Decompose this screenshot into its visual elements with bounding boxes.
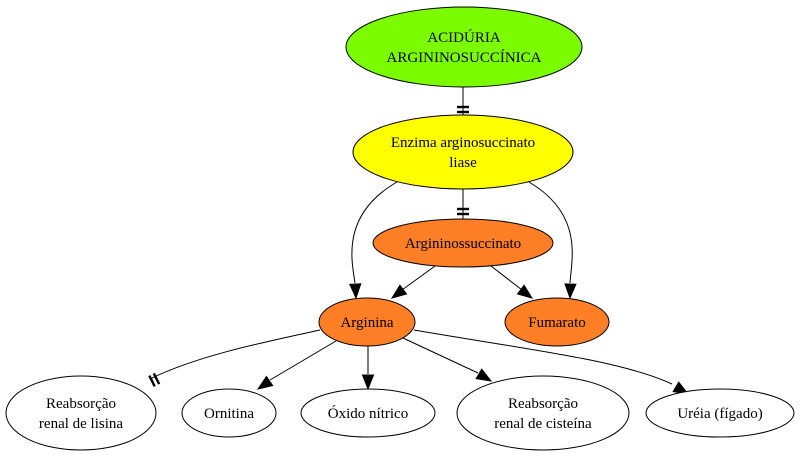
tee-bar-2 xyxy=(152,372,161,385)
node-label-line: ACIDÚRIA xyxy=(427,29,500,46)
nodes-layer: ACIDÚRIA ARGININOSUCCÍNICA Enzima arginosu… xyxy=(5,6,795,451)
node-label-line: Reabsorção xyxy=(508,396,578,412)
edge-line xyxy=(401,265,436,291)
edge-line xyxy=(402,337,479,374)
edges-layer xyxy=(148,87,690,395)
arrowhead xyxy=(516,284,534,299)
edge-arginine-to-nitric_oxide xyxy=(361,346,375,391)
edge-line xyxy=(351,181,398,284)
arrowhead xyxy=(349,283,362,300)
edge-argininosuccinate-to-arginine xyxy=(390,265,436,299)
node-ellipse xyxy=(504,297,610,347)
node-argininosuccinate: Argininossuccinato xyxy=(372,218,554,268)
edge-line xyxy=(269,340,337,381)
arrowhead xyxy=(564,283,577,300)
node-label-line: Arginina xyxy=(340,315,393,331)
node-urea: Uréia (fígado) xyxy=(645,388,795,438)
node-ellipse xyxy=(645,388,795,438)
node-label-line: Óxido nítrico xyxy=(328,405,408,422)
node-label-line: Enzima arginosuccinato xyxy=(391,135,535,151)
node-label-line: Ornitina xyxy=(204,406,254,422)
edge-arginine-to-ornithine xyxy=(256,340,337,390)
edge-arginine-to-lysine_reabsorption xyxy=(148,329,321,387)
node-ellipse xyxy=(352,114,574,190)
node-ellipse xyxy=(318,297,416,347)
node-nitric-oxide: Óxido nítrico xyxy=(300,388,436,438)
edge-argininosuccinate-to-fumarate xyxy=(490,265,534,299)
node-ellipse xyxy=(456,375,630,451)
node-ellipse xyxy=(300,388,436,438)
node-label-line: Argininossuccinato xyxy=(405,236,521,252)
node-cysteine-reabsorption: Reabsorção renal de cisteína xyxy=(456,375,630,451)
node-acidemia: ACIDÚRIA ARGININOSUCCÍNICA xyxy=(345,6,583,88)
node-label-line: ARGININOSUCCÍNICA xyxy=(386,49,541,66)
arrowhead xyxy=(256,375,274,390)
node-fumarate: Fumarato xyxy=(504,297,610,347)
node-label-line: renal de lisina xyxy=(39,416,123,432)
node-arginine: Arginina xyxy=(318,297,416,347)
edge-acidemia-to-enzyme xyxy=(457,87,469,115)
node-label-line: Fumarato xyxy=(528,315,586,331)
edge-line xyxy=(528,181,573,284)
edge-enzyme-to-arginine xyxy=(349,181,398,300)
edge-line xyxy=(151,329,321,379)
node-lysine-reabsorption: Reabsorção renal de lisina xyxy=(5,375,157,451)
arrowhead xyxy=(390,284,408,299)
node-label-line: Reabsorção xyxy=(46,396,116,412)
node-ellipse xyxy=(5,375,157,451)
node-ellipse xyxy=(181,388,277,438)
node-label-line: renal de cisteína xyxy=(494,416,592,432)
node-label-line: liase xyxy=(449,155,477,171)
edge-line xyxy=(490,265,523,291)
edge-arginine-to-cysteine_reabsorption xyxy=(402,337,493,382)
edge-enzyme-to-fumarate xyxy=(528,181,577,300)
node-enzyme: Enzima arginosuccinato liase xyxy=(352,114,574,190)
node-ellipse xyxy=(372,218,554,268)
arrowhead xyxy=(361,374,375,391)
tee-bar-1 xyxy=(148,375,156,387)
edge-line xyxy=(413,329,673,385)
node-ornithine: Ornitina xyxy=(181,388,277,438)
arrowhead xyxy=(475,368,493,382)
node-ellipse xyxy=(345,6,583,88)
edge-enzyme-to-argininosuccinate xyxy=(457,189,469,219)
node-label-line: Uréia (fígado) xyxy=(677,406,762,422)
